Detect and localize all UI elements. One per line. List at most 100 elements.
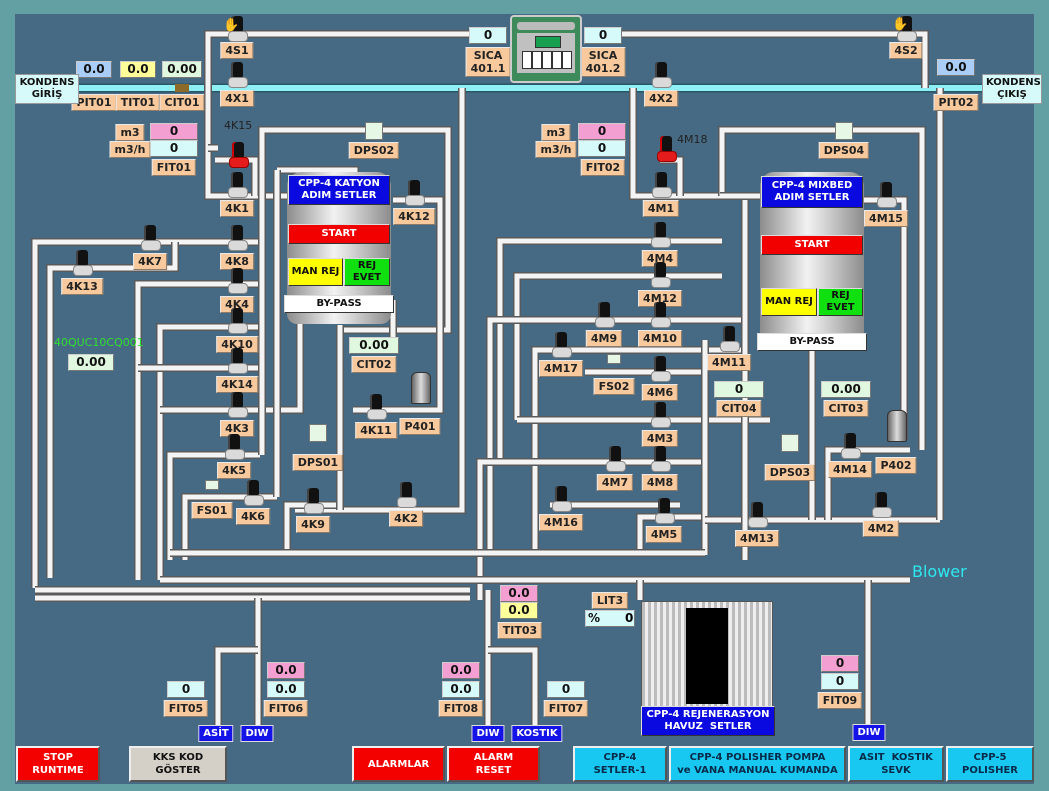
polisher-pompa-vana-button[interactable]: CPP-4 POLISHER POMPA ve VANA MANUAL KUMA… (669, 746, 846, 782)
valve-label-4s1[interactable]: 4S1 (220, 42, 254, 59)
katyon-rej-evet-button[interactable]: REJ EVET (344, 258, 390, 286)
valve-label-4m17[interactable]: 4M17 (539, 360, 583, 377)
valve-label-4k9[interactable]: 4K9 (296, 516, 330, 533)
valve-4m10[interactable] (650, 302, 671, 328)
pit01-label: PIT01 (71, 94, 117, 111)
valve-label-4k2[interactable]: 4K2 (389, 510, 423, 527)
valve-4x2[interactable] (651, 62, 672, 88)
valve-4k7[interactable] (140, 225, 161, 251)
mixbed-bypass-button[interactable]: BY-PASS (757, 333, 867, 351)
valve-label-4m2[interactable]: 4M2 (862, 520, 900, 537)
valve-label-4k10[interactable]: 4K10 (216, 336, 258, 353)
valve-4m16[interactable] (551, 486, 572, 512)
actuator-icon (844, 433, 856, 448)
alarmlar-button[interactable]: ALARMLAR (352, 746, 445, 782)
valve-4k10[interactable] (227, 308, 248, 334)
valve-label-4k4[interactable]: 4K4 (220, 296, 254, 313)
valve-4m7[interactable] (605, 446, 626, 472)
valve-label-4m13[interactable]: 4M13 (735, 530, 779, 547)
valve-4m4[interactable] (650, 222, 671, 248)
valve-label-4m15[interactable]: 4M15 (864, 210, 908, 227)
asit-kostik-sevk-button[interactable]: ASIT KOSTIK SEVK (848, 746, 944, 782)
valve-4m8[interactable] (650, 446, 671, 472)
valve-label-4k11[interactable]: 4K11 (355, 422, 397, 439)
regen-setler-button[interactable]: CPP-4 REJENERASYON HAVUZ SETLER (641, 706, 775, 736)
valve-4k15[interactable] (228, 142, 249, 168)
valve-label-4k13[interactable]: 4K13 (61, 278, 103, 295)
valve-body-icon (244, 495, 264, 506)
valve-4s2[interactable] (896, 16, 917, 42)
valve-4k14[interactable] (227, 348, 248, 374)
valve-label-4m5[interactable]: 4M5 (645, 526, 683, 543)
valve-4m5[interactable] (654, 498, 675, 524)
valve-4k2[interactable] (396, 482, 417, 508)
setler-1-button[interactable]: CPP-4 SETLER-1 (573, 746, 667, 782)
valve-4m18[interactable] (656, 136, 677, 162)
valve-label-4m11[interactable]: 4M11 (707, 354, 751, 371)
pipe-segment (277, 167, 358, 173)
mixbed-start-button[interactable]: START (761, 235, 863, 255)
valve-4m18-label[interactable]: 4M18 (677, 133, 708, 146)
katyon-man-rej-button[interactable]: MAN REJ (288, 258, 343, 286)
valve-4k4[interactable] (227, 268, 248, 294)
valve-label-4m10[interactable]: 4M10 (638, 330, 682, 347)
valve-4k5[interactable] (224, 434, 245, 460)
pump-p402-icon[interactable] (887, 410, 907, 442)
valve-4k11[interactable] (366, 394, 387, 420)
katyon-setler-button[interactable]: CPP-4 KATYON ADIM SETLER (288, 175, 390, 205)
kks-kod-goster-button[interactable]: KKS KOD GÖSTER (129, 746, 227, 782)
katyon-bypass-button[interactable]: BY-PASS (284, 295, 394, 313)
mixbed-man-rej-button[interactable]: MAN REJ (761, 288, 817, 316)
valve-label-4k8[interactable]: 4K8 (220, 253, 254, 270)
stop-runtime-button[interactable]: STOP RUNTIME (16, 746, 100, 782)
mixbed-rej-evet-button[interactable]: REJ EVET (818, 288, 863, 316)
valve-label-4m9[interactable]: 4M9 (585, 330, 623, 347)
valve-4m14[interactable] (840, 433, 861, 459)
valve-label-4m16[interactable]: 4M16 (539, 514, 583, 531)
valve-label-4m8[interactable]: 4M8 (641, 474, 679, 491)
valve-4k6[interactable] (243, 480, 264, 506)
valve-label-4m14[interactable]: 4M14 (828, 461, 872, 478)
pipe-segment (630, 88, 745, 199)
valve-4m15[interactable] (876, 182, 897, 208)
valve-4k12[interactable] (404, 180, 425, 206)
sica-controller-icon[interactable] (510, 15, 582, 83)
valve-4m1[interactable] (651, 172, 672, 198)
valve-label-4k1[interactable]: 4K1 (220, 200, 254, 217)
valve-4m6[interactable] (650, 356, 671, 382)
fit02-total: 0 (578, 123, 626, 140)
valve-label-4m6[interactable]: 4M6 (641, 384, 679, 401)
valve-4k1[interactable] (227, 172, 248, 198)
valve-4x1[interactable] (227, 62, 248, 88)
valve-4m12[interactable] (650, 262, 671, 288)
valve-4k8[interactable] (227, 225, 248, 251)
valve-4m9[interactable] (594, 302, 615, 328)
katyon-start-button[interactable]: START (288, 224, 390, 244)
valve-4k3[interactable] (227, 392, 248, 418)
valve-4m13[interactable] (747, 502, 768, 528)
valve-4k13[interactable] (72, 250, 93, 276)
valve-4k15-label[interactable]: 4K15 (224, 119, 253, 132)
valve-4k9[interactable] (303, 488, 324, 514)
alarm-reset-button[interactable]: ALARM RESET (447, 746, 540, 782)
valve-4m17[interactable] (551, 332, 572, 358)
valve-label-4m1[interactable]: 4M1 (642, 200, 680, 217)
valve-label-4s2[interactable]: 4S2 (889, 42, 923, 59)
valve-label-4k3[interactable]: 4K3 (220, 420, 254, 437)
valve-label-4m3[interactable]: 4M3 (641, 430, 679, 447)
valve-4m11[interactable] (719, 326, 740, 352)
mixbed-setler-button[interactable]: CPP-4 MIXBED ADIM SETLER (761, 176, 863, 208)
valve-label-4k6[interactable]: 4K6 (236, 508, 270, 525)
pump-p401-icon[interactable] (411, 372, 431, 404)
valve-4m2[interactable] (871, 492, 892, 518)
valve-label-4k14[interactable]: 4K14 (216, 376, 258, 393)
valve-label-4k5[interactable]: 4K5 (217, 462, 251, 479)
valve-label-4m7[interactable]: 4M7 (596, 474, 634, 491)
valve-label-4k7[interactable]: 4K7 (133, 253, 167, 270)
valve-4s1[interactable] (227, 16, 248, 42)
valve-label-4k12[interactable]: 4K12 (393, 208, 435, 225)
valve-4m3[interactable] (650, 402, 671, 428)
valve-label-4x2[interactable]: 4X2 (644, 90, 678, 107)
cpp5-polisher-button[interactable]: CPP-5 POLISHER (946, 746, 1034, 782)
valve-label-4x1[interactable]: 4X1 (220, 90, 254, 107)
